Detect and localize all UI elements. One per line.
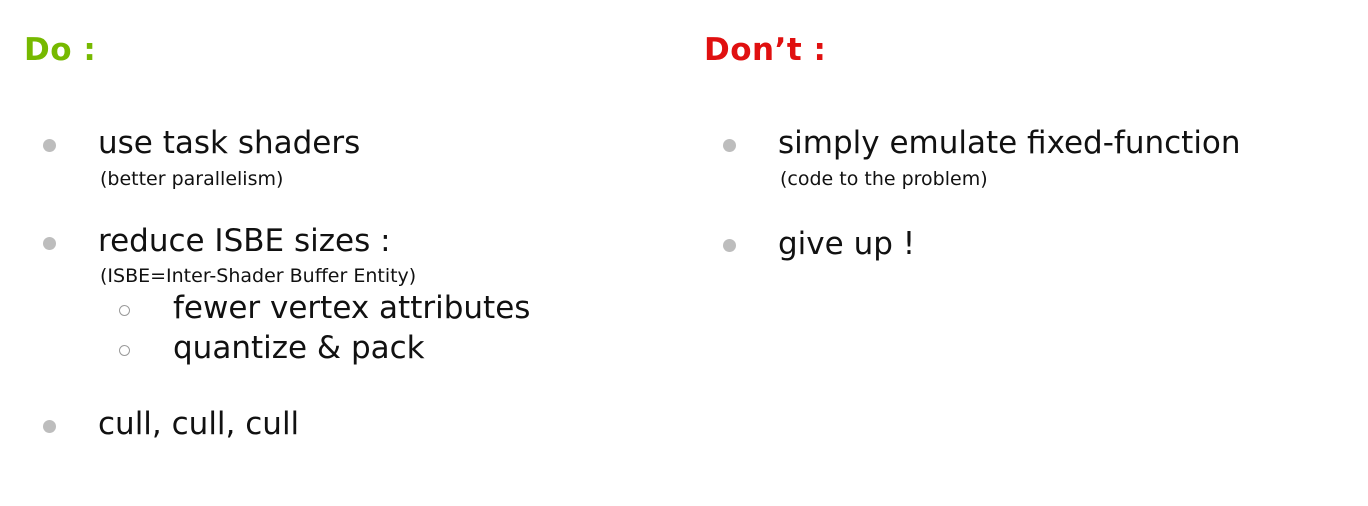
- dont-item-give-up: give up !: [778, 226, 916, 262]
- hollow-bullet-icon: [119, 345, 130, 356]
- do-item-reduce-isbe: reduce ISBE sizes :: [98, 223, 391, 259]
- dont-heading: Don’t :: [704, 32, 827, 68]
- bullet-icon: [723, 239, 736, 252]
- do-item-reduce-isbe-note: (ISBE=Inter-Shader Buffer Entity): [100, 265, 417, 287]
- bullet-icon: [723, 139, 736, 152]
- do-heading: Do :: [24, 32, 97, 68]
- bullet-icon: [43, 420, 56, 433]
- dont-item-emulate-note: (code to the problem): [780, 168, 988, 190]
- do-subitem-fewer-attributes: fewer vertex attributes: [173, 290, 531, 326]
- do-item-task-shaders-note: (better parallelism): [100, 168, 284, 190]
- bullet-icon: [43, 139, 56, 152]
- do-item-cull: cull, cull, cull: [98, 406, 300, 442]
- hollow-bullet-icon: [119, 305, 130, 316]
- bullet-icon: [43, 237, 56, 250]
- dont-item-emulate-fixed-function: simply emulate fixed-function: [778, 125, 1241, 161]
- do-item-task-shaders: use task shaders: [98, 125, 361, 161]
- do-subitem-quantize-pack: quantize & pack: [173, 330, 425, 366]
